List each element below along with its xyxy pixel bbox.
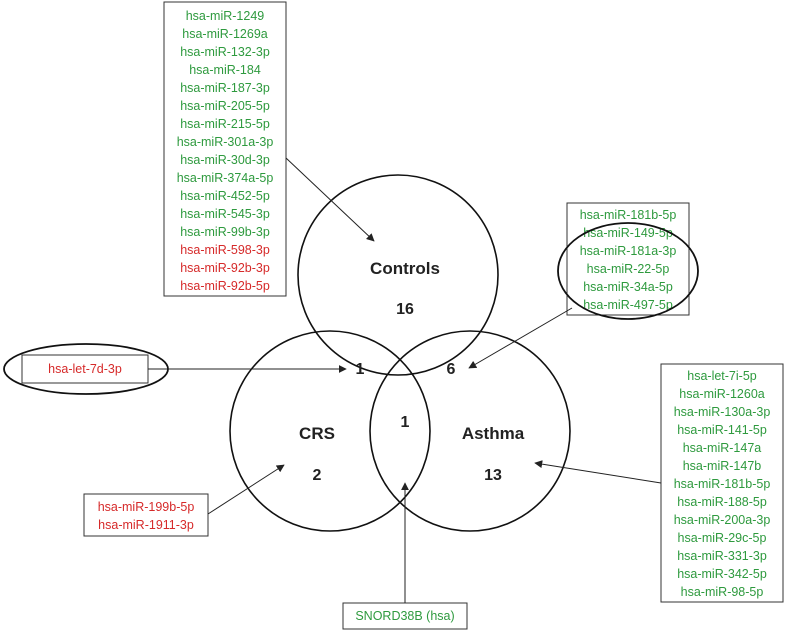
- mirna-item: hsa-miR-30d-3p: [180, 153, 270, 167]
- crs-asthma-count: 1: [401, 414, 410, 431]
- controls-arrow: [285, 157, 375, 242]
- mirna-item: hsa-miR-497-5p: [583, 298, 673, 312]
- controls-asthma-list-box: [566, 202, 690, 316]
- mirna-item: hsa-miR-181b-5p: [674, 477, 771, 491]
- crs-list-box: [83, 493, 209, 537]
- controls-asthma-highlight-ellipse: [557, 222, 699, 320]
- mirna-item: hsa-miR-98-5p: [681, 585, 764, 599]
- mirna-item: hsa-miR-1260a: [679, 387, 765, 401]
- mirna-item: hsa-miR-181a-3p: [580, 244, 677, 258]
- crs-count: 2: [313, 467, 322, 484]
- asthma-arrow: [534, 460, 662, 484]
- mirna-item: hsa-miR-301a-3p: [177, 135, 274, 149]
- mirna-item: hsa-miR-149-5p: [583, 226, 673, 240]
- mirna-item: hsa-miR-187-3p: [180, 81, 270, 95]
- mirna-item: hsa-miR-1249: [186, 9, 265, 23]
- mirna-item: hsa-miR-545-3p: [180, 207, 270, 221]
- controls-asthma-count: 6: [447, 361, 456, 378]
- mirna-item: hsa-miR-29c-5p: [678, 531, 767, 545]
- controls-crs-count: 1: [356, 361, 365, 378]
- mirna-item: hsa-miR-199b-5p: [98, 500, 195, 514]
- crs-mirna-list: hsa-miR-199b-5p hsa-miR-1911-3p: [98, 500, 195, 532]
- mirna-item: hsa-miR-99b-3p: [180, 225, 270, 239]
- crs-asthma-mirna-list: SNORD38B (hsa): [355, 609, 454, 623]
- mirna-item: hsa-miR-132-3p: [180, 45, 270, 59]
- controls-count: 16: [396, 301, 414, 318]
- asthma-circle: [369, 330, 571, 532]
- mirna-item: hsa-miR-331-3p: [677, 549, 767, 563]
- mirna-item: hsa-miR-184: [189, 63, 261, 77]
- controls-mirna-list: hsa-miR-1249 hsa-miR-1269a hsa-miR-132-3p h…: [177, 9, 274, 293]
- controls-asthma-mirna-list: hsa-miR-181b-5p hsa-miR-149-5p hsa-miR-181…: [580, 208, 677, 312]
- controls-label: Controls: [370, 259, 440, 278]
- crs-asthma-list-box: [342, 602, 468, 630]
- mirna-item: hsa-miR-452-5p: [180, 189, 270, 203]
- controls-list-box: [163, 1, 287, 297]
- crs-label: CRS: [299, 424, 335, 443]
- controls-crs-list-box: [21, 354, 149, 384]
- asthma-mirna-list: hsa-let-7i-5p hsa-miR-1260a hsa-miR-130a-3…: [674, 369, 771, 599]
- controls-circle: [297, 174, 499, 376]
- mirna-item: hsa-let-7i-5p: [687, 369, 757, 383]
- mirna-item: hsa-miR-147a: [683, 441, 762, 455]
- asthma-list-box: [660, 363, 784, 603]
- mirna-item: hsa-miR-181b-5p: [580, 208, 677, 222]
- mirna-item: hsa-miR-342-5p: [677, 567, 767, 581]
- mirna-item: hsa-miR-1911-3p: [98, 518, 194, 532]
- mirna-item: hsa-miR-1269a: [182, 27, 268, 41]
- mirna-item: hsa-miR-141-5p: [677, 423, 767, 437]
- asthma-label: Asthma: [462, 424, 525, 443]
- mirna-item: hsa-miR-147b: [683, 459, 762, 473]
- mirna-item: hsa-miR-205-5p: [180, 99, 270, 113]
- mirna-item: hsa-let-7d-3p: [48, 362, 122, 376]
- asthma-count: 13: [484, 467, 502, 484]
- mirna-item: hsa-miR-22-5p: [587, 262, 670, 276]
- mirna-item: hsa-miR-374a-5p: [177, 171, 274, 185]
- mirna-item: hsa-miR-92b-3p: [180, 261, 270, 275]
- mirna-item: hsa-miR-92b-5p: [180, 279, 270, 293]
- mirna-item: hsa-miR-598-3p: [180, 243, 270, 257]
- mirna-item: hsa-miR-188-5p: [677, 495, 767, 509]
- mirna-item: SNORD38B (hsa): [355, 609, 454, 623]
- controls-crs-mirna-list: hsa-let-7d-3p: [48, 362, 122, 376]
- mirna-item: hsa-miR-215-5p: [180, 117, 270, 131]
- mirna-item: hsa-miR-130a-3p: [674, 405, 771, 419]
- crs-arrow: [207, 464, 285, 515]
- mirna-item: hsa-miR-34a-5p: [583, 280, 673, 294]
- mirna-item: hsa-miR-200a-3p: [674, 513, 771, 527]
- crs-circle: [229, 330, 431, 532]
- controls-asthma-arrow: [468, 307, 573, 369]
